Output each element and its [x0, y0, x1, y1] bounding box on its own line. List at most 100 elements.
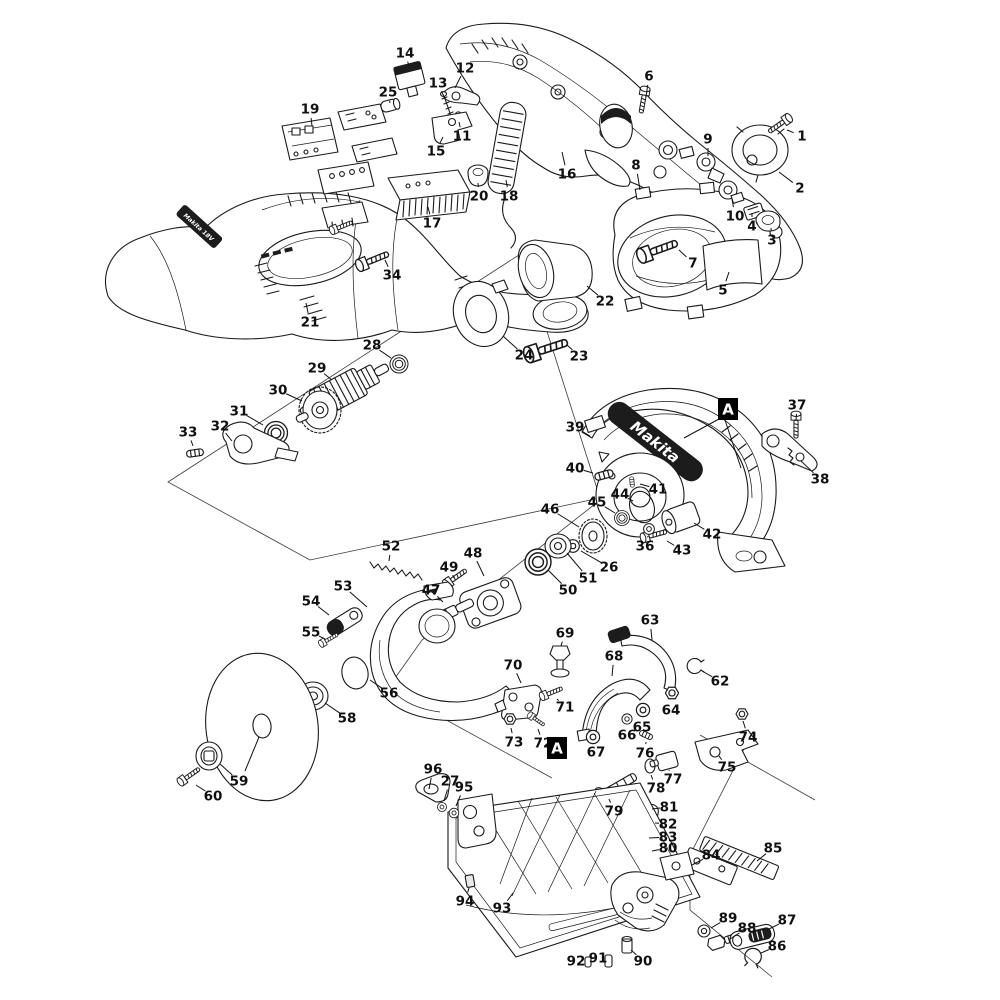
svg-text:29: 29 [308, 361, 327, 377]
part-19-switch-block [281, 117, 339, 161]
part-62-snap-ring [686, 657, 705, 675]
part-label-69: 69 [556, 626, 574, 647]
svg-text:71: 71 [556, 700, 575, 716]
svg-text:34: 34 [383, 268, 402, 284]
svg-text:20: 20 [470, 189, 489, 205]
part-label-62: 62 [701, 670, 729, 690]
part-label-73: 73 [505, 727, 523, 751]
part-label-59: 59 [219, 763, 248, 790]
svg-text:8: 8 [631, 158, 640, 174]
part-4-terminal [743, 202, 765, 221]
part-94-plug [464, 874, 476, 888]
part-label-8: 8 [631, 158, 641, 191]
svg-text:83: 83 [659, 830, 678, 846]
part-38-lever-bracket [761, 428, 818, 472]
part-label-79: 79 [605, 798, 624, 820]
svg-text:33: 33 [179, 425, 198, 441]
part-73-nut [503, 713, 517, 725]
svg-text:82: 82 [659, 817, 678, 833]
part-label-71: 71 [556, 698, 575, 716]
svg-text:30: 30 [269, 383, 288, 399]
part-label-3: 3 [767, 227, 777, 249]
part-label-66: 66 [618, 728, 637, 744]
part-label-36: 36 [636, 535, 654, 555]
svg-text:41: 41 [649, 482, 668, 498]
part-label-37: 37 [788, 398, 806, 422]
svg-text:63: 63 [641, 613, 660, 629]
svg-text:21: 21 [301, 315, 320, 331]
part-12-lock-off-lever [443, 86, 481, 106]
svg-text:A: A [722, 401, 734, 419]
svg-text:18: 18 [500, 189, 519, 205]
svg-text:67: 67 [587, 745, 606, 761]
part-label-40: 40 [566, 461, 594, 477]
part-45-bearing [614, 510, 630, 526]
svg-text:10: 10 [726, 209, 745, 225]
part-18-cord [502, 197, 517, 249]
part-label-44: 44 [611, 487, 634, 503]
part-label-90: 90 [630, 949, 652, 970]
part-90-cap [621, 935, 633, 954]
part-label-43: 43 [666, 540, 691, 559]
part-label-84: 84 [691, 848, 720, 866]
svg-text:39: 39 [566, 420, 585, 436]
part-label-24: 24 [502, 335, 533, 364]
part-24-baffle-ring [452, 279, 510, 348]
svg-text:79: 79 [605, 804, 624, 820]
svg-text:80: 80 [659, 841, 678, 857]
part-label-38: 38 [800, 460, 830, 488]
part-label-42: 42 [693, 522, 721, 543]
svg-text:48: 48 [464, 546, 483, 562]
part-20-boot [467, 164, 489, 187]
svg-text:7: 7 [688, 256, 697, 272]
svg-text:49: 49 [440, 560, 459, 576]
part-15-bracket [431, 111, 473, 145]
part-label-67: 67 [587, 745, 606, 761]
part-label-77: 77 [664, 769, 682, 788]
part-8-motor-housing-cup [612, 181, 783, 320]
svg-text:32: 32 [211, 419, 230, 435]
svg-text:12: 12 [456, 61, 475, 77]
part-label-85: 85 [756, 841, 782, 862]
part-54-lever [326, 607, 363, 636]
part-36-washer [643, 523, 655, 535]
part-66-washer [621, 713, 633, 725]
part-label-82: 82 [654, 817, 678, 833]
svg-text:76: 76 [636, 746, 655, 762]
svg-text:22: 22 [596, 294, 615, 310]
part-42-roller [661, 501, 701, 535]
svg-text:9: 9 [703, 132, 712, 148]
part-60-bolt [175, 764, 203, 788]
part-32-lever [222, 421, 299, 465]
svg-text:19: 19 [301, 102, 320, 118]
part-87-lever [729, 923, 776, 950]
part-85-angle-scale [682, 836, 779, 886]
svg-text:38: 38 [811, 472, 830, 488]
part-label-27: 27 [441, 774, 460, 802]
part-64-nut [664, 686, 680, 700]
part-label-48: 48 [464, 546, 485, 577]
svg-text:27: 27 [441, 774, 460, 790]
part-label-60: 60 [195, 784, 222, 805]
svg-text:50: 50 [559, 583, 578, 599]
svg-text:26: 26 [600, 560, 619, 576]
part-label-64: 64 [662, 700, 680, 719]
terminal-plate-lower [351, 137, 398, 163]
svg-text:74: 74 [739, 730, 758, 746]
svg-text:78: 78 [647, 781, 666, 797]
part-92-pin [584, 956, 592, 968]
part-18-grip-tube [487, 101, 527, 195]
part-label-12: 12 [454, 61, 475, 89]
part-label-6: 6 [644, 69, 654, 98]
svg-text:45: 45 [588, 495, 607, 511]
svg-text:66: 66 [618, 728, 637, 744]
part-67-washer [585, 729, 601, 745]
part-27-washer [437, 802, 447, 812]
terminal-plate-upper [337, 103, 387, 131]
part-51-bearing-cup [544, 533, 572, 559]
part-label-47: 47 [422, 583, 444, 603]
part-9-brush-holder [696, 152, 725, 184]
part-label-32: 32 [211, 419, 233, 442]
base-rear-pivot-assembly [610, 851, 695, 932]
